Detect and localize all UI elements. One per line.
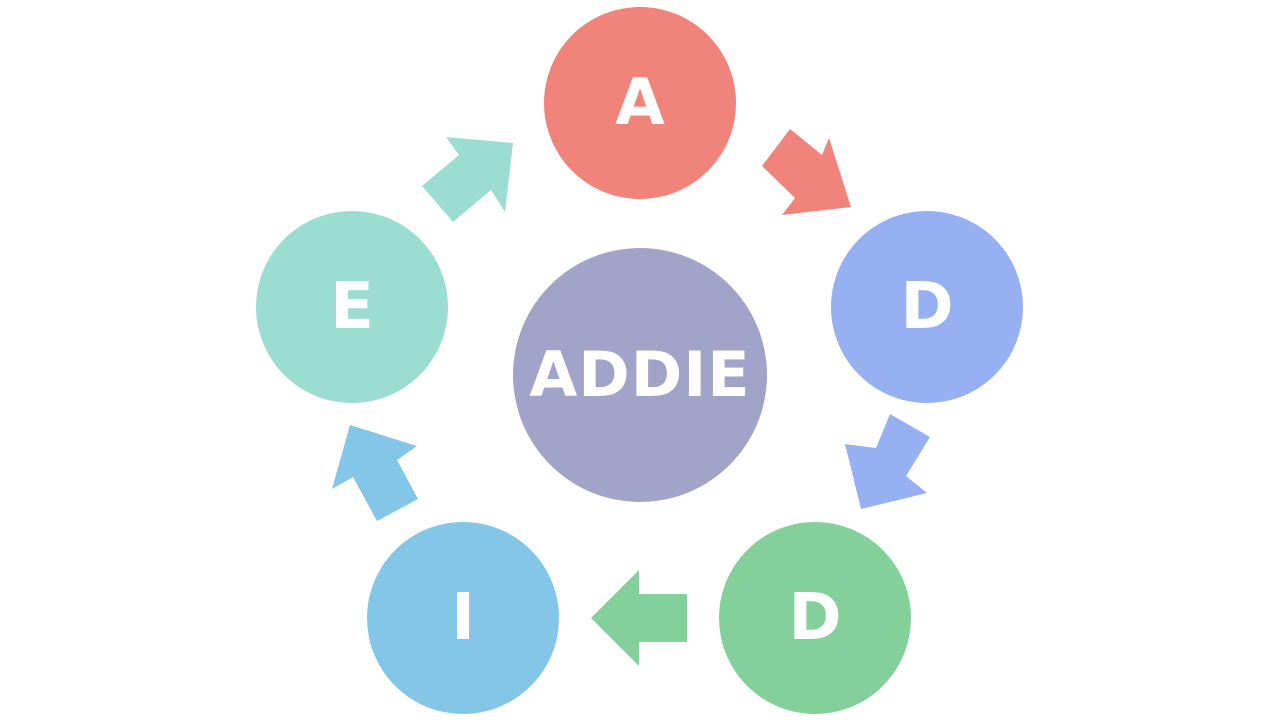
node-label: I [451,581,475,655]
arrow-i-to-e [332,425,418,521]
node-analysis: A [544,7,736,199]
node-label: E [330,270,374,344]
center-circle: ADDIE [513,248,767,502]
node-label: D [788,581,842,655]
node-implementation: I [367,522,559,714]
node-label: A [615,66,665,140]
center-label: ADDIE [529,338,751,411]
node-label: D [900,270,954,344]
arrow-e-to-a [422,137,513,222]
node-evaluation: E [256,211,448,403]
node-development: D [719,522,911,714]
arrow-a-to-d [762,129,851,215]
arrow-d-to-i [591,570,687,666]
node-design: D [831,211,1023,403]
arrow-d-to-d [845,414,930,509]
